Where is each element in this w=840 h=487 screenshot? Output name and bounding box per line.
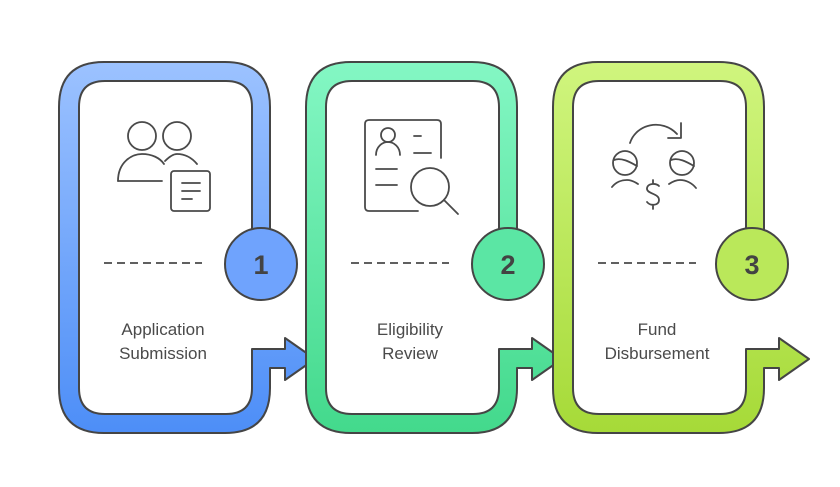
- people-document-icon: [117, 121, 211, 212]
- step-1-connector-band: [58, 61, 316, 434]
- step-1-label-line-1: Application: [121, 320, 204, 339]
- step-3-number: 3: [744, 250, 759, 280]
- step-2-label-line-1: Eligibility: [377, 320, 444, 339]
- step-2-label-line-2: Review: [382, 344, 438, 363]
- profile-magnifier-icon: [364, 119, 459, 215]
- step-3-label-line-2: Disbursement: [605, 344, 710, 363]
- step-2-connector-band: [305, 61, 563, 434]
- step-1-label-line-2: Submission: [119, 344, 207, 363]
- step-2-badge: [471, 227, 545, 301]
- step-1-number: 1: [253, 250, 268, 280]
- step-2-number: 2: [500, 250, 515, 280]
- step-3-connector-band: [552, 61, 810, 434]
- step-1: 1 Application Submission: [58, 61, 316, 434]
- step-3-badge: [715, 227, 789, 301]
- step-1-badge: [224, 227, 298, 301]
- money-transfer-icon: [611, 122, 697, 210]
- step-3: 3 Fund Disbursement: [552, 61, 810, 434]
- step-3-label-line-1: Fund: [638, 320, 677, 339]
- step-2: 2 Eligibility Review: [305, 61, 563, 434]
